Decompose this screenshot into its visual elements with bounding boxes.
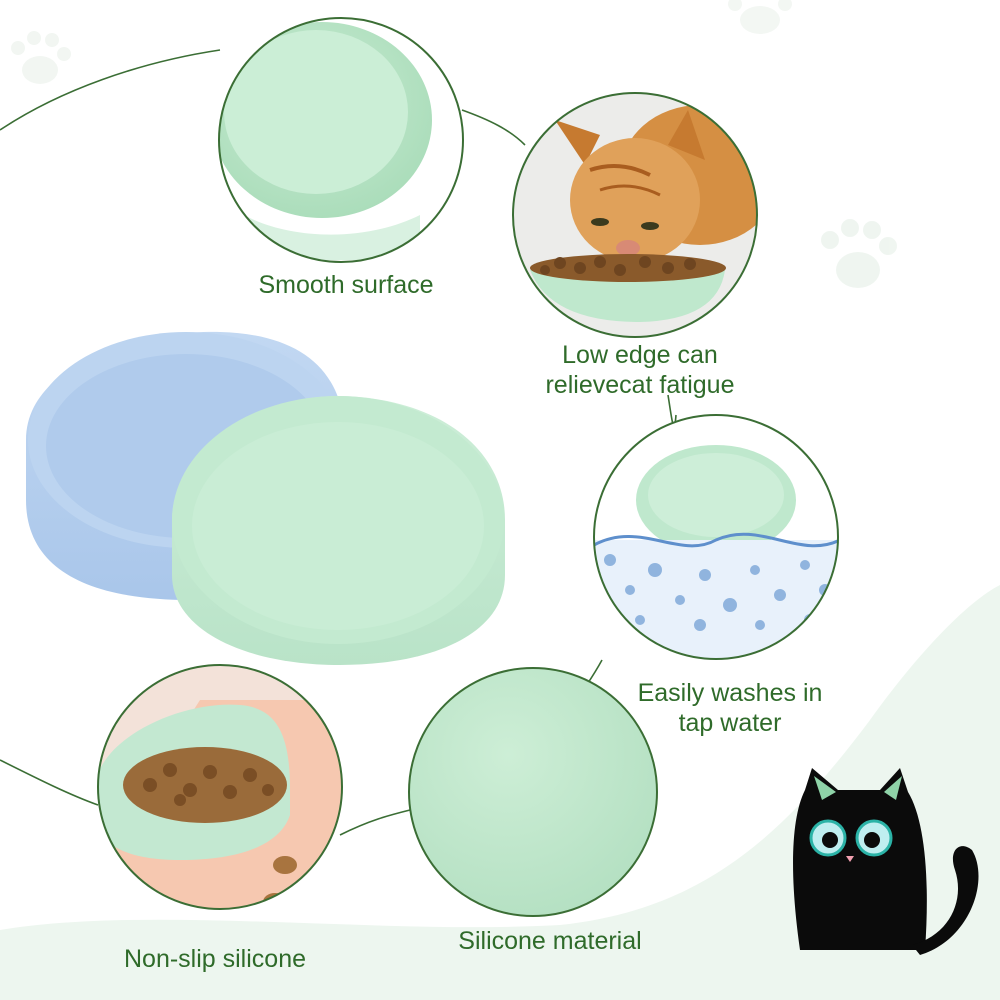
- smooth-surface-circle: [218, 17, 464, 263]
- non-slip-photo-circle: [97, 664, 343, 910]
- silicone-material-circle: [408, 667, 658, 917]
- easy-wash-label: Easily washes in tap water: [610, 678, 850, 738]
- cat-eating-photo-circle: [512, 92, 758, 338]
- paw-print-icon: [821, 219, 897, 288]
- smooth-surface-label: Smooth surface: [258, 271, 434, 299]
- black-cat-icon: [793, 768, 979, 955]
- non-slip-label: Non-slip silicone: [123, 945, 307, 973]
- low-edge-label: Low edge can relievecat fatigue: [520, 340, 760, 400]
- low-edge-line-2: relievecat fatigue: [545, 371, 735, 399]
- paw-print-icon: [11, 31, 71, 84]
- silicone-material-label: Silicone material: [458, 927, 642, 955]
- low-edge-line-1: Low edge can: [562, 341, 718, 369]
- paw-print-icon: [728, 0, 792, 34]
- product-bowls: [26, 331, 505, 665]
- easy-wash-line-2: tap water: [678, 709, 782, 737]
- background-wave: [0, 585, 1000, 1000]
- easy-wash-line-1: Easily washes in: [637, 679, 823, 707]
- washing-photo-circle: [593, 414, 839, 660]
